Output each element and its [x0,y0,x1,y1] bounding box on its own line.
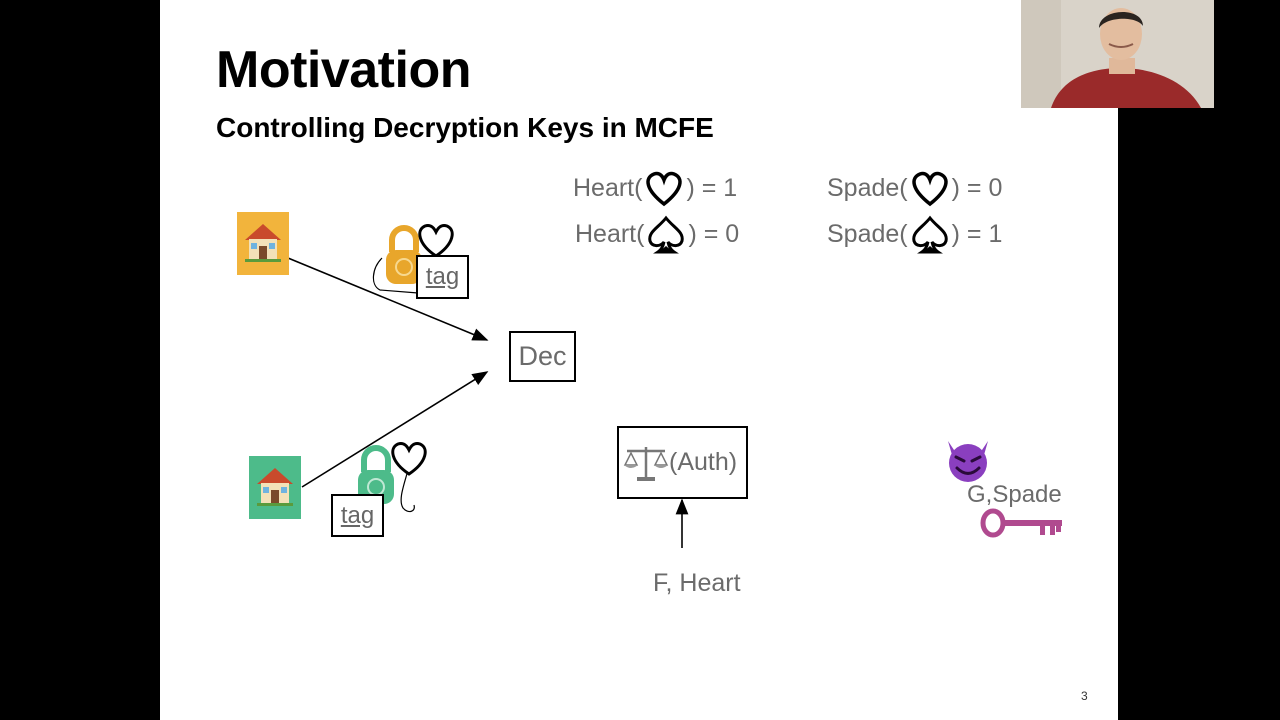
equation-heart-spade: Heart( ) = 0 [575,214,739,254]
adversary-key-label: G,Spade [967,481,1062,508]
page-number: 3 [1081,689,1088,703]
equation-heart-heart: Heart( ) = 1 [573,168,737,208]
tag-box: tag [331,494,384,537]
equation-func: Heart( [575,219,645,248]
webcam-video [1021,0,1214,108]
auth-label: (Auth) [669,448,738,476]
equation-func: Heart( [573,173,643,202]
auth-box: (Auth) [617,426,748,499]
scales-icon [623,446,669,481]
auth-input-label: F, Heart [653,569,741,597]
slide: Motivation Controlling Decryption Keys i… [160,0,1118,720]
dec-box: Dec [509,331,576,382]
equation-result: ) = 0 [688,219,740,248]
lock-icon [358,442,427,504]
equation-result: ) = 1 [951,219,1003,248]
house-icon [249,456,301,519]
spade-icon [911,215,948,254]
slide-subtitle: Controlling Decryption Keys in MCFE [216,112,714,143]
spade-icon [648,215,685,254]
equation-func: Spade( [827,173,908,202]
presenter-icon [1021,0,1214,108]
equation-spade-spade: Spade( ) = 1 [827,214,1002,254]
equation-result: ) = 1 [686,173,738,202]
house-icon [237,212,289,275]
heart-icon [646,171,683,207]
equation-result: ) = 0 [951,173,1003,202]
lock-icon [386,224,454,284]
diagram-arrows [287,257,689,548]
equation-spade-heart: Spade( ) = 0 [827,168,1002,208]
key-icon [980,508,1062,538]
tag-box: tag [416,255,469,299]
slide-title: Motivation [216,41,471,99]
devil-icon [948,441,988,482]
heart-icon [911,171,948,207]
equation-func: Spade( [827,219,908,248]
